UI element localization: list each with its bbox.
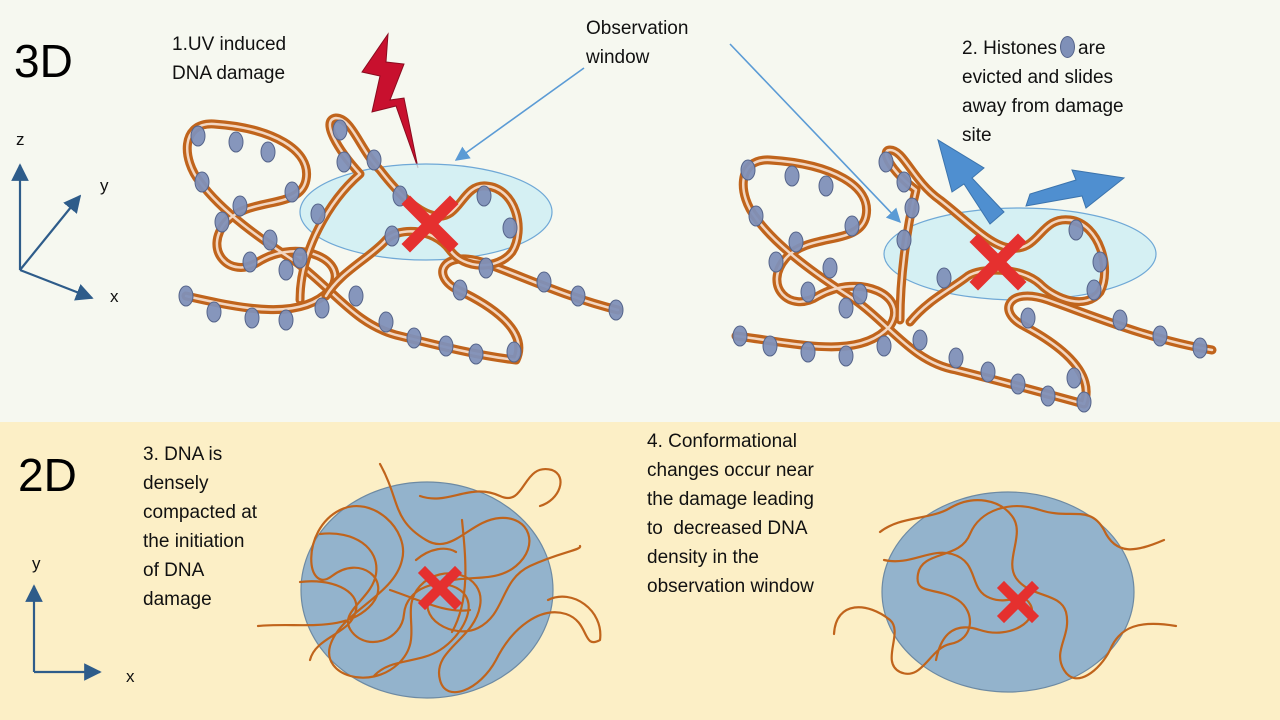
z-axis-label: z [16, 130, 25, 149]
lightning-bolt-icon [361, 32, 419, 169]
observation-arrow-left [454, 67, 585, 161]
label-2d: 2D [18, 449, 77, 501]
damage-x-icon [417, 565, 463, 611]
label-3d: 3D [14, 35, 73, 87]
chromatin-3d-left [178, 113, 624, 365]
damage-x-icon [996, 580, 1040, 624]
histone-icon [1060, 36, 1076, 58]
step3-text: 3. DNA is densely compacted at the initi… [143, 444, 258, 610]
observation-window-label: Observation window [586, 18, 689, 68]
nucleus-left [300, 481, 554, 699]
y-axis-label: y [100, 176, 109, 195]
axes-3d [11, 163, 94, 301]
axes-2d [25, 584, 102, 681]
observation-arrow-right [729, 43, 901, 224]
damage-x-icon [401, 195, 459, 253]
x-axis-label: x [110, 287, 119, 306]
x-axis [19, 268, 94, 301]
y-axis [19, 194, 82, 271]
chromatin-3d-right [731, 138, 1217, 413]
eviction-arrow-up-icon [937, 138, 1005, 225]
x-axis-label-2d: x [126, 667, 135, 686]
nucleus-2d-left [256, 462, 602, 699]
damage-x-icon [969, 233, 1027, 291]
step1-text: 1.UV induced DNA damage [172, 34, 287, 84]
step4-text: 4. Conformational changes occur near the… [647, 431, 814, 597]
y-axis-label-2d: y [32, 554, 41, 573]
nucleus-2d-right [832, 491, 1178, 693]
eviction-arrow-right-icon [1025, 169, 1126, 209]
dna-strand-dense [256, 462, 602, 694]
